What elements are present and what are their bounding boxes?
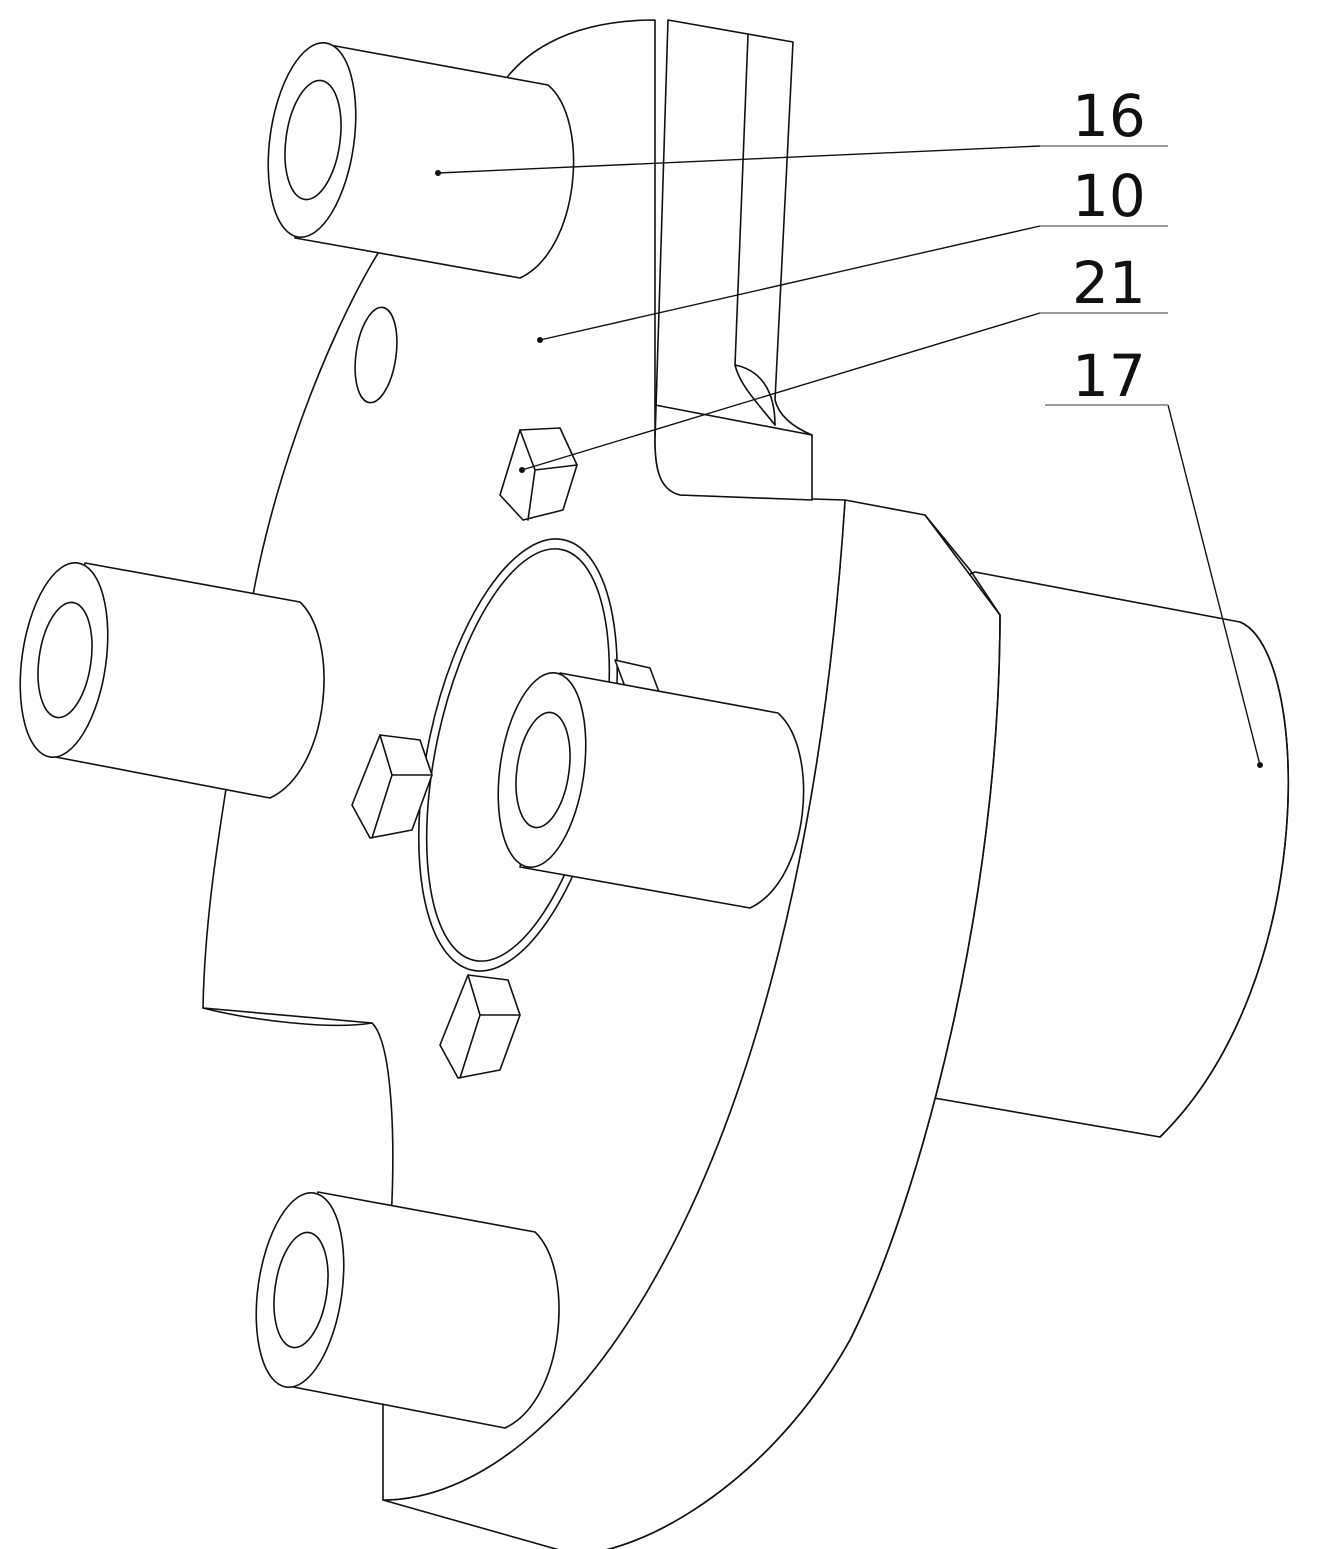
callout-10: 10 <box>537 162 1168 343</box>
hex-nut-left <box>351 734 433 839</box>
lower-cutout <box>202 1007 373 1027</box>
callout-16: 16 <box>435 82 1168 176</box>
callout-21: 21 <box>519 249 1168 473</box>
top-arm <box>654 19 813 501</box>
callout-label-17: 17 <box>1072 342 1146 410</box>
hex-nut-21 <box>499 427 578 521</box>
pin-left <box>19 561 325 799</box>
callout-label-16: 16 <box>1072 82 1146 150</box>
hex-nut-bottom <box>439 974 521 1079</box>
small-hole <box>354 306 398 404</box>
rear-cylinder-17 <box>904 571 1290 1138</box>
pin-center <box>497 671 805 909</box>
callout-17: 17 <box>1045 342 1263 768</box>
callout-label-10: 10 <box>1072 162 1146 230</box>
callout-label-21: 21 <box>1072 249 1146 317</box>
pin-bottom <box>255 1191 560 1429</box>
pin-16 <box>267 41 575 279</box>
